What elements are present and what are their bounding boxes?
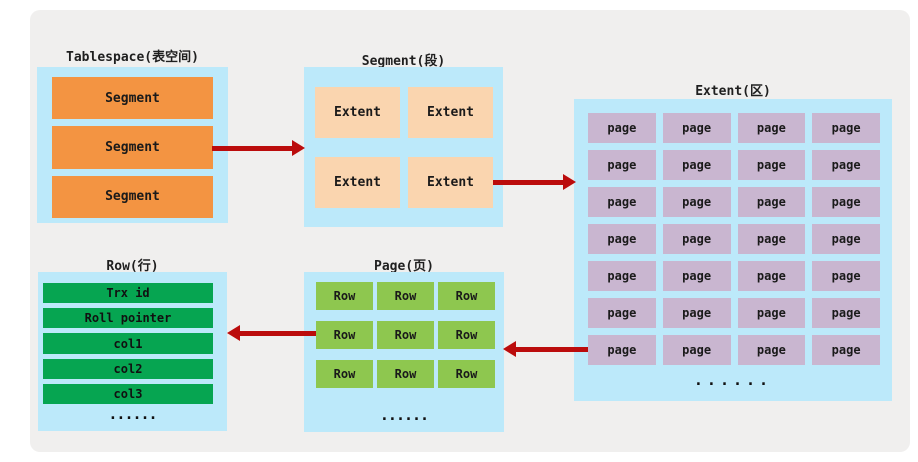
segment-title: Segment(段): [361, 54, 446, 69]
row-title: Row(行): [106, 259, 159, 274]
row-block: Row: [377, 360, 434, 388]
extent-title: Extent(区): [695, 84, 771, 99]
extent-block: Extent: [315, 87, 400, 138]
page-ellipsis: ......: [379, 406, 429, 424]
page-block: page: [737, 224, 806, 254]
arrow-page-to-row: [227, 325, 316, 341]
row-block: Row: [316, 282, 373, 310]
row-block: Row: [316, 360, 373, 388]
page-block: page: [812, 298, 880, 328]
page-block: page: [588, 187, 656, 217]
page-container: Row Row Row Row Row Row Row Row Row ....…: [304, 272, 504, 432]
page-block: page: [812, 150, 880, 180]
page-block: page: [588, 298, 656, 328]
page-block: page: [812, 187, 880, 217]
extent-ellipsis: ......: [693, 371, 773, 389]
row-ellipsis: ......: [108, 405, 157, 423]
segment-block: Segment: [52, 77, 213, 120]
page-block: page: [662, 335, 731, 365]
arrow-segment-to-extent: [493, 174, 576, 190]
page-block: page: [812, 113, 880, 143]
page-block: page: [737, 298, 806, 328]
row-block: Row: [438, 321, 495, 349]
row-block: Row: [316, 321, 373, 349]
page-block: page: [662, 224, 731, 254]
page-block: page: [588, 224, 656, 254]
tablespace-title: Tablespace(表空间): [66, 50, 199, 65]
extent-container: page page page page page page page page …: [574, 99, 892, 401]
arrow-head-left-icon: [503, 341, 516, 357]
page-block: page: [588, 261, 656, 291]
extent-block: Extent: [315, 157, 400, 208]
row-container: Trx id Roll pointer col1 col2 col3 .....…: [38, 272, 227, 431]
arrow-shaft: [515, 347, 588, 352]
page-block: page: [662, 261, 731, 291]
extent-block: Extent: [408, 157, 493, 208]
page-block: page: [737, 335, 806, 365]
page-block: page: [588, 335, 656, 365]
page-block: page: [662, 150, 731, 180]
page-block: page: [588, 150, 656, 180]
page-block: page: [662, 113, 731, 143]
page-block: page: [662, 187, 731, 217]
page-block: page: [588, 113, 656, 143]
row-block: Row: [438, 360, 495, 388]
row-field-roll-pointer: Roll pointer: [43, 308, 213, 329]
page-block: page: [812, 335, 880, 365]
page-block: page: [737, 261, 806, 291]
page-block: page: [737, 113, 806, 143]
segment-container: Extent Extent Extent Extent: [304, 67, 503, 227]
arrow-tablespace-to-segment: [212, 140, 305, 156]
arrow-head-right-icon: [292, 140, 305, 156]
row-block: Row: [377, 282, 434, 310]
page-block: page: [812, 261, 880, 291]
extent-block: Extent: [408, 87, 493, 138]
arrow-head-right-icon: [563, 174, 576, 190]
page-title: Page(页): [374, 259, 434, 274]
arrow-head-left-icon: [227, 325, 240, 341]
row-block: Row: [438, 282, 495, 310]
segment-block: Segment: [52, 175, 213, 218]
row-field-trx-id: Trx id: [43, 283, 213, 304]
row-field-col3: col3: [43, 383, 213, 405]
page-block: page: [812, 224, 880, 254]
page-block: page: [662, 298, 731, 328]
page-block: page: [737, 187, 806, 217]
row-field-col1: col1: [43, 333, 213, 354]
segment-block: Segment: [52, 126, 213, 169]
page-block: page: [737, 150, 806, 180]
row-field-col2: col2: [43, 358, 213, 379]
tablespace-container: Segment Segment Segment: [37, 67, 228, 223]
row-block: Row: [377, 321, 434, 349]
arrow-extent-to-page: [503, 341, 588, 357]
arrow-shaft: [493, 180, 564, 185]
arrow-shaft: [212, 146, 293, 151]
arrow-shaft: [239, 331, 316, 336]
